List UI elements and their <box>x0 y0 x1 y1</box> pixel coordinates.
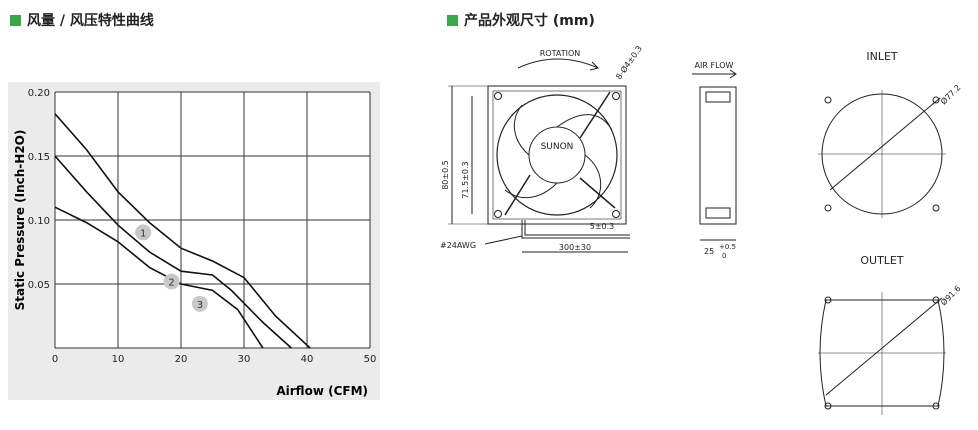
strut <box>579 91 611 139</box>
mount-hole <box>824 296 832 304</box>
y-tick-label: 0.10 <box>28 216 50 227</box>
wire-leader <box>484 235 523 245</box>
inlet-view: INLET Ø77.2 <box>818 50 962 218</box>
outlet-diameter: Ø91.6 <box>938 283 962 307</box>
y-tick-label: 0.05 <box>28 280 50 291</box>
pitch-dimension: 71.5±0.3 <box>461 161 470 198</box>
curve-markers: 1 2 3 <box>135 224 208 312</box>
fan-curve-header: 风量 / 风压特性曲线 <box>10 10 154 30</box>
x-axis-label: Airflow (CFM) <box>276 384 368 398</box>
strip-length: 5±0.3 <box>590 222 615 231</box>
mount-hole <box>932 204 940 212</box>
fan-curve-chart: 0 10 20 30 40 50 0.05 0.10 0.15 0.20 1 2 3 Airflow … <box>8 82 380 400</box>
wire-gauge: #24AWG <box>440 241 476 250</box>
side-tab <box>705 207 731 219</box>
outlet-diameter-line <box>825 297 943 396</box>
chart-grid <box>54 91 371 349</box>
curve-2 <box>54 155 292 349</box>
curve-marker <box>163 273 180 290</box>
mount-hole <box>612 92 620 100</box>
rotation-arrowhead <box>589 61 599 71</box>
blade <box>513 104 530 156</box>
mount-hole <box>824 204 832 212</box>
mount-hole <box>494 92 502 100</box>
dimension-drawing: SUNON ROTATION 8-Ø4±0.3 80±0.5 71.5±0.3 … <box>440 44 962 415</box>
airflow-label: AIR FLOW <box>695 61 734 70</box>
header-bullet-icon <box>10 14 21 26</box>
inlet-diameter-line <box>829 97 941 191</box>
dimensions-title: 产品外观尺寸 (mm) <box>464 13 595 29</box>
blade <box>556 114 613 131</box>
fan-hub <box>528 126 586 184</box>
rotation-arrow <box>517 58 599 69</box>
thickness: 25 <box>704 247 714 256</box>
mount-hole <box>932 402 940 410</box>
lead-wire <box>524 220 630 236</box>
x-tick-label: 50 <box>364 354 377 365</box>
inlet-label: INLET <box>866 50 898 63</box>
y-tick-label: 0.20 <box>28 88 50 99</box>
curve-marker-label: 3 <box>197 300 203 311</box>
dimensions-header: 产品外观尺寸 (mm) <box>447 10 595 30</box>
fan-side <box>699 86 737 225</box>
side-tab <box>705 91 731 103</box>
height-dimension: 80±0.5 <box>441 160 450 190</box>
header-bullet-icon <box>447 14 458 26</box>
thickness-tol-upper: +0.5 <box>719 243 736 251</box>
strut <box>504 174 531 216</box>
fan-curve-title: 风量 / 风压特性曲线 <box>27 13 154 29</box>
front-view: SUNON ROTATION 8-Ø4±0.3 80±0.5 71.5±0.3 … <box>440 44 644 253</box>
blade <box>504 182 558 199</box>
thickness-tol-lower: 0 <box>722 252 726 260</box>
curve-marker <box>191 295 208 312</box>
x-tick-label: 20 <box>175 354 188 365</box>
curve-1 <box>54 113 311 349</box>
fan-frame <box>487 85 627 225</box>
fan-blade-circle <box>496 94 618 216</box>
outlet-view: OUTLET Ø91.6 <box>818 254 962 415</box>
fan-frame-inner <box>492 90 622 220</box>
mount-hole <box>932 296 940 304</box>
mount-hole <box>824 96 832 104</box>
y-axis-label: Static Pressure (Inch-H2O) <box>13 130 27 311</box>
curve-marker-label: 1 <box>140 228 146 239</box>
chart-curves <box>54 113 311 349</box>
hole-dimension: 8-Ø4±0.3 <box>613 44 643 82</box>
x-tick-label: 40 <box>301 354 314 365</box>
inlet-diameter: Ø77.2 <box>938 82 962 106</box>
x-tick-label: 10 <box>112 354 125 365</box>
lead-length: 300±30 <box>559 243 591 252</box>
side-view: AIR FLOW 25 +0.5 0 <box>692 61 737 260</box>
strut <box>579 177 616 209</box>
mount-hole <box>494 210 502 218</box>
mount-hole <box>612 210 620 218</box>
mount-hole <box>932 96 940 104</box>
y-tick-label: 0.15 <box>28 152 50 163</box>
chart-ticks: 0 10 20 30 40 50 0.05 0.10 0.15 0.20 <box>28 88 377 365</box>
rotation-label: ROTATION <box>540 49 581 58</box>
blade <box>584 154 602 209</box>
airflow-arrowhead <box>729 69 737 79</box>
curve-marker <box>135 224 152 241</box>
x-tick-label: 30 <box>238 354 251 365</box>
lead-wire <box>521 220 630 239</box>
outlet-shape <box>819 299 945 407</box>
x-tick-label: 0 <box>52 354 58 365</box>
curve-marker-label: 2 <box>168 277 174 288</box>
curve-3 <box>54 206 264 349</box>
brand-label: SUNON <box>541 142 574 152</box>
mount-hole <box>824 402 832 410</box>
outlet-label: OUTLET <box>860 254 904 267</box>
